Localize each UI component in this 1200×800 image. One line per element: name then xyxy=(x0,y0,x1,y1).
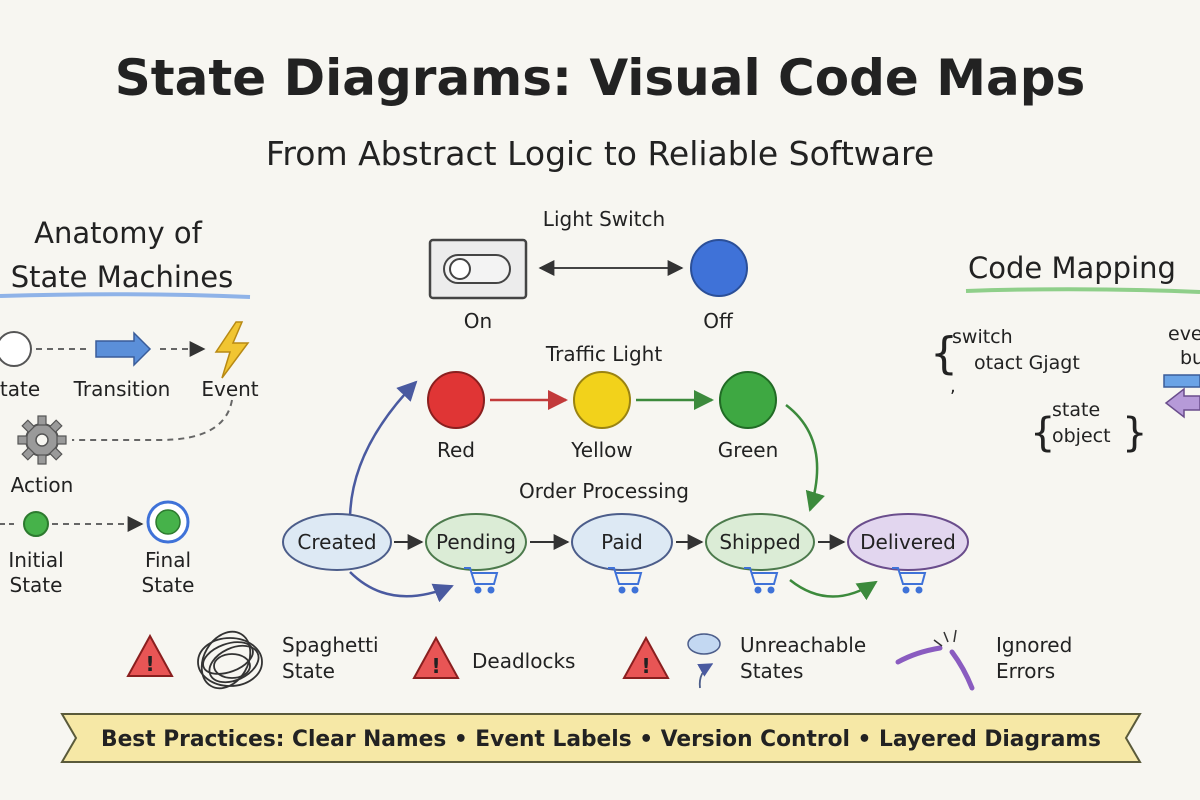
gear-icon xyxy=(17,415,67,465)
unreachable-arrow xyxy=(697,663,714,689)
cart-icon-delivered xyxy=(892,567,927,594)
shipped-state xyxy=(705,513,815,571)
warning-icon-deadlocks: ! xyxy=(412,635,460,679)
action-dashed-connector xyxy=(72,399,233,441)
code-brace-left: { xyxy=(930,328,958,379)
code-mapping-underline xyxy=(965,287,1200,294)
spaghetti-scribble-icon xyxy=(197,630,263,690)
final-state-inner-dot xyxy=(155,509,181,535)
yellow-state-circle xyxy=(573,371,631,429)
green-to-shipped-arrow xyxy=(785,404,825,512)
anatomy-underline xyxy=(0,292,251,299)
paid-label: Paid xyxy=(601,530,643,554)
order-processing-section: Order Processing Created Pending Paid Sh… xyxy=(282,380,969,603)
banner-ribbon xyxy=(60,713,1142,763)
initial-label-line1: Initial xyxy=(8,548,63,572)
ignored-label-line1: Ignored xyxy=(996,633,1072,657)
code-right-line1: eve xyxy=(1168,323,1200,345)
off-label: Off xyxy=(703,309,734,333)
spaghetti-label-line1: Spaghetti xyxy=(282,633,379,657)
svg-text:!: ! xyxy=(431,654,440,678)
on-label: On xyxy=(464,309,492,333)
best-practices-banner: Best Practices: Clear Names • Event Labe… xyxy=(60,713,1142,763)
pending-label: Pending xyxy=(436,530,516,554)
unreachable-label-line1: Unreachable xyxy=(740,633,866,657)
delivered-label: Delivered xyxy=(860,530,956,554)
yellow-label: Yellow xyxy=(570,438,633,462)
traffic-light-title: Traffic Light xyxy=(545,342,663,366)
code-right-line2: bu xyxy=(1180,347,1200,369)
state-symbol xyxy=(0,331,32,367)
red-state-circle xyxy=(427,371,485,429)
deadlocks-label: Deadlocks xyxy=(472,649,575,673)
spaghetti-label-line2: State xyxy=(282,659,335,683)
left-arrow-fragment xyxy=(1164,387,1200,419)
unreachable-state-icon xyxy=(687,633,721,655)
warning-icon-spaghetti: ! xyxy=(126,633,174,677)
code-mapping-heading: Code Mapping xyxy=(968,251,1176,285)
banner-text: Best Practices: Clear Names • Event Labe… xyxy=(101,727,1101,752)
delivered-state xyxy=(847,513,969,571)
off-state-circle xyxy=(690,239,748,297)
red-label: Red xyxy=(437,438,475,462)
created-to-pending-curve-arrow xyxy=(349,571,454,603)
anatomy-heading-line1: Anatomy of xyxy=(34,216,202,250)
light-switch-knob xyxy=(449,258,471,280)
shipped-to-delivered-curve-arrow xyxy=(789,579,878,601)
right-arrow-fragment xyxy=(1163,374,1200,388)
cart-icon-shipped xyxy=(744,567,779,594)
transition-label: Transition xyxy=(73,377,171,401)
state-object-brace-right: } xyxy=(1122,410,1147,456)
light-switch-title: Light Switch xyxy=(543,207,665,231)
light-switch-section: Light Switch On Off xyxy=(428,207,748,333)
svg-text:!: ! xyxy=(641,654,650,678)
state-object-brace-left: { xyxy=(1030,410,1055,456)
unreachable-label-line2: States xyxy=(740,659,803,683)
final-label-line2: State xyxy=(142,573,195,597)
initial-state-symbol xyxy=(23,511,49,537)
cart-icon-paid xyxy=(608,567,643,594)
code-state-line2: object xyxy=(1052,425,1111,447)
code-comma: , xyxy=(950,376,956,397)
green-label: Green xyxy=(718,438,779,462)
code-switch-line2: otact Gjagt xyxy=(974,352,1080,374)
pending-state xyxy=(425,513,527,571)
event-label: Event xyxy=(201,377,258,401)
code-switch-line1: switch xyxy=(952,326,1013,348)
final-label-line1: Final xyxy=(145,548,191,572)
shipped-label: Shipped xyxy=(719,530,800,554)
initial-label-line2: State xyxy=(10,573,63,597)
broken-connector-icon xyxy=(895,629,975,691)
svg-text:!: ! xyxy=(145,652,154,676)
created-to-red-arrow xyxy=(348,380,418,521)
anatomy-section: Anatomy of State Machines tate Transitio… xyxy=(0,216,259,597)
created-state xyxy=(282,513,392,571)
transition-arrow-symbol xyxy=(95,331,152,367)
lightning-icon xyxy=(214,321,250,379)
page-subtitle: From Abstract Logic to Reliable Software xyxy=(266,134,934,173)
paid-state xyxy=(571,513,673,571)
ignored-label-line2: Errors xyxy=(996,659,1055,683)
action-label: Action xyxy=(11,473,74,497)
pitfalls-section: ! Spaghetti State ! Deadlocks ! Unreacha… xyxy=(126,629,1072,691)
code-mapping-section: Code Mapping { switch otact Gjagt , { st… xyxy=(930,251,1200,456)
order-processing-title: Order Processing xyxy=(519,479,689,503)
anatomy-heading-line2: State Machines xyxy=(11,260,233,294)
page-title: State Diagrams: Visual Code Maps xyxy=(115,49,1086,107)
created-label: Created xyxy=(297,530,376,554)
state-label: tate xyxy=(0,377,40,401)
warning-icon-unreachable: ! xyxy=(622,635,670,679)
code-state-line1: state xyxy=(1052,399,1100,421)
green-state-circle xyxy=(719,371,777,429)
traffic-light-section: Traffic Light Red Yellow Green xyxy=(427,342,825,512)
cart-icon-pending xyxy=(464,567,499,594)
